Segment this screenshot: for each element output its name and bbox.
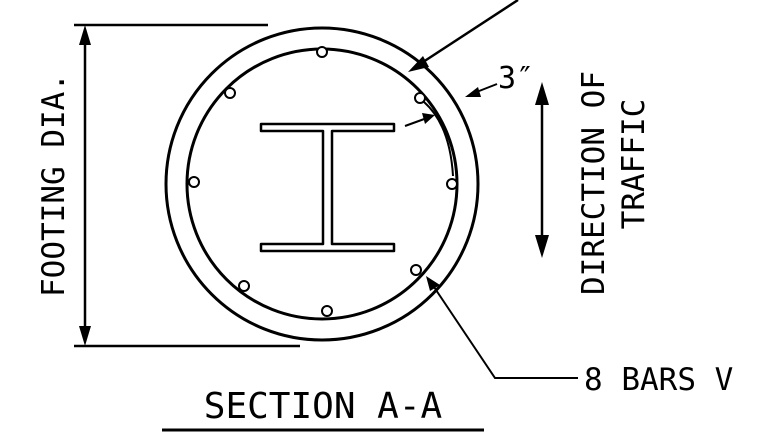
hook-arrow [422,113,435,124]
traffic-label-line1: DIRECTION OF [576,71,612,295]
bars-label: 8 BARS V [584,362,733,398]
rebar-bar [188,176,200,188]
traffic-label-line2: TRAFFIC [616,99,652,230]
leader-line-top [419,0,519,66]
rebar-bar [316,46,328,58]
rebar-bar [410,264,422,276]
traffic-arrow-down [535,235,549,258]
rebar-bar [238,280,250,292]
rebar-bar [321,305,333,317]
dimension-arrow-top [79,25,91,45]
hook-leader-line [404,117,428,127]
traffic-arrow-up [535,82,549,105]
footing-outer-circle [164,26,480,342]
footing-dia-label: FOOTING DIA. [36,73,72,297]
rebar-bar [446,178,458,190]
rebar-bar [224,87,236,99]
leader-arrow-top [408,56,429,72]
rebar-bar [414,92,426,104]
cover-label: 3″ [498,61,534,96]
footing-diameter-dimension [74,23,300,348]
steel-i-beam [259,122,396,253]
bars-leader-line [431,283,578,379]
bars-arrow [426,276,440,291]
rebar-hook-arc [423,101,454,177]
rebar-group [188,46,458,317]
section-title: SECTION A-A [204,386,443,427]
dimension-arrow-bottom [79,326,91,346]
cover-arrow [465,87,481,97]
